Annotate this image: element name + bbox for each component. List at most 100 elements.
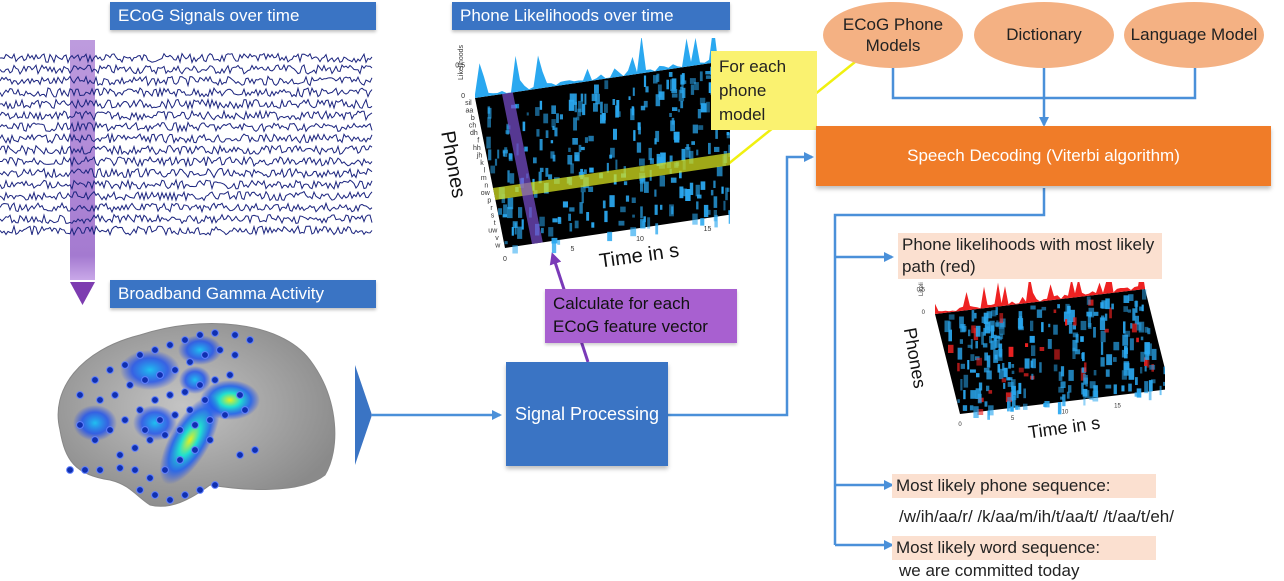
likelihood-peak — [999, 328, 1005, 335]
electrode — [176, 426, 184, 434]
likelihood-peak — [647, 217, 651, 229]
likelihood-peak — [1105, 369, 1110, 377]
electrode — [161, 431, 169, 439]
likelihood-peak — [557, 239, 561, 245]
likelihood-peak — [978, 382, 983, 391]
likelihood-peak — [1073, 317, 1077, 326]
likelihood-peak — [988, 405, 994, 416]
likelihood-peak — [1139, 306, 1143, 311]
likelihood-peak — [678, 89, 685, 102]
likelihood-peak — [681, 80, 687, 84]
likelihood-peak — [1068, 385, 1072, 393]
likelihood-peak — [1023, 388, 1026, 399]
likelihood-peak — [551, 240, 557, 254]
likelihood-peak — [610, 147, 615, 158]
likelihood-peak — [631, 197, 636, 203]
likelihood-peak — [591, 222, 595, 228]
likelihood-peak — [1006, 377, 1011, 381]
likelihood-peak — [1007, 401, 1010, 412]
likelihood-peak — [689, 78, 696, 84]
back-likelihood-peaks — [475, 38, 730, 98]
likelihood-peak — [1014, 405, 1019, 410]
likelihood-peak — [1082, 388, 1088, 397]
ecog-trace — [0, 97, 373, 110]
likelihood-peak — [548, 174, 553, 180]
likelihood-peak — [559, 114, 563, 120]
ecog-trace — [0, 201, 373, 214]
x-tick-label: 15 — [704, 226, 712, 233]
x-tick-label: 10 — [1062, 410, 1069, 416]
electrode — [126, 381, 134, 389]
likelihood-peak — [631, 106, 634, 114]
likelihood-peak — [507, 206, 513, 219]
likelihood-peak — [640, 105, 646, 111]
phone-tick-label: p — [487, 197, 491, 204]
likelihood-peak — [1031, 373, 1034, 380]
likelihood-peak — [957, 362, 960, 372]
likelihood-peak — [1135, 300, 1138, 313]
likelihood-peak — [550, 140, 554, 144]
likelihood-peak — [594, 84, 599, 94]
likelihood-peak — [1086, 296, 1091, 305]
likelihood-peak — [1018, 382, 1022, 394]
likelihood-peak — [512, 221, 518, 228]
likelihood-peak — [562, 201, 568, 208]
likelihood-peak — [507, 197, 514, 210]
likelihood-peak — [998, 368, 1004, 380]
electrode — [131, 466, 139, 474]
likelihood-peak — [1011, 385, 1016, 396]
likelihood-peak — [725, 187, 728, 201]
likelihood-peak — [696, 149, 699, 156]
likelihood-peak — [1121, 349, 1126, 358]
likelihood-peak — [1140, 367, 1143, 374]
likelihood-peak — [1008, 362, 1011, 369]
likelihood-peak — [1063, 311, 1070, 322]
electrode — [201, 351, 209, 359]
likelihood-peak — [1075, 334, 1079, 343]
likelihood-peak — [1146, 358, 1150, 368]
likelihood-peak — [1089, 396, 1094, 400]
electrode — [181, 491, 189, 499]
signal-processing-box: Signal Processing — [506, 362, 668, 466]
likelihood-peak — [1047, 339, 1052, 349]
word-sequence-label: Most likely word sequence: — [892, 536, 1156, 561]
likelihood-peak — [604, 80, 609, 90]
likelihood-peak — [552, 154, 556, 162]
likelihood-peak — [1101, 315, 1105, 321]
likelihood-peak — [536, 129, 540, 137]
electrode — [201, 396, 209, 404]
likelihood-peak — [700, 103, 707, 113]
likelihood-peak — [636, 142, 642, 153]
likelihood-peak — [674, 135, 680, 143]
likelihood-peak — [680, 74, 685, 85]
likelihood-peak — [657, 84, 662, 98]
z-tick-label: 0 — [922, 310, 926, 316]
arrow-processing-to-decoder — [668, 152, 814, 417]
likelihood-peak — [1123, 362, 1130, 376]
likelihood-peak — [584, 93, 587, 105]
likelihood-peak — [656, 153, 660, 166]
likelihood-peak — [1128, 383, 1132, 392]
electrode — [206, 436, 214, 444]
likelihood-peak — [970, 354, 975, 361]
likelihood-peak — [576, 116, 580, 121]
likelihood-peak — [679, 170, 682, 179]
likelihood-peak — [1003, 383, 1006, 389]
ecog-trace — [0, 109, 373, 122]
likelihood-peak — [975, 341, 978, 349]
speech-decoding-box: Speech Decoding (Viterbi algorithm) — [816, 126, 1271, 186]
likelihood-peak — [586, 212, 590, 221]
likelihood-peak — [983, 327, 986, 336]
likelihood-peak — [1066, 391, 1070, 399]
likelihood-peak — [944, 320, 950, 333]
electrode — [116, 464, 124, 472]
likelihood-peak — [1018, 311, 1023, 319]
likelihood-peak — [948, 329, 952, 342]
likelihood-peak — [589, 167, 594, 173]
electrode — [116, 451, 124, 459]
likelihood-peak — [1122, 334, 1129, 346]
likelihood-peak — [551, 119, 556, 128]
phone-tick-label: dh — [470, 130, 478, 137]
likelihood-peak — [995, 339, 1000, 348]
likelihood-peak — [1128, 294, 1134, 301]
